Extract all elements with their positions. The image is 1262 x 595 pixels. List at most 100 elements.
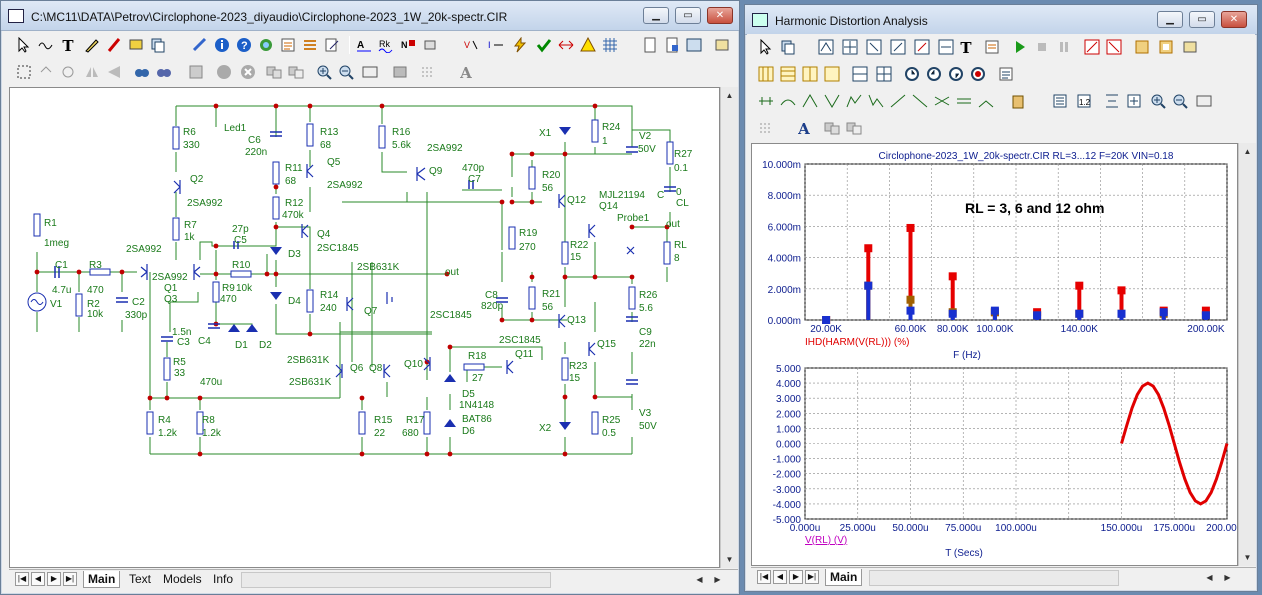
find-icon[interactable] <box>133 63 151 81</box>
clock2-icon[interactable] <box>925 65 943 83</box>
peak-icon[interactable] <box>801 92 819 110</box>
stop-icon[interactable] <box>1033 38 1051 56</box>
table-view2-icon[interactable] <box>779 65 797 83</box>
flip-icon[interactable] <box>105 63 123 81</box>
analysis-zoom-out-icon[interactable] <box>1171 92 1189 110</box>
clock-icon[interactable] <box>903 65 921 83</box>
pin-connect-icon[interactable] <box>421 36 439 54</box>
optimize-icon[interactable] <box>1105 38 1123 56</box>
globe-icon[interactable] <box>257 36 275 54</box>
schematic-horizontal-scrollbar[interactable] <box>241 572 551 588</box>
fit-scale-icon[interactable] <box>1125 92 1143 110</box>
stepping-icon[interactable] <box>1083 38 1101 56</box>
analysis-select-icon[interactable] <box>757 38 775 56</box>
analysis-minimize-button[interactable]: ▁ <box>1157 11 1183 28</box>
mirror-icon[interactable] <box>83 63 101 81</box>
scale-mode-icon[interactable] <box>817 38 835 56</box>
analysis-toolbar-settings-icon[interactable] <box>1181 38 1199 56</box>
current-probe-icon[interactable]: I <box>487 36 505 54</box>
analysis-next-page-icon[interactable]: ▶ <box>789 570 803 584</box>
analysis-vertical-scrollbar[interactable]: ▲ ▼ <box>1238 143 1256 566</box>
analysis-zoom-in-icon[interactable] <box>1149 92 1167 110</box>
analysis-scroll-down-arrow-icon[interactable]: ▼ <box>1243 553 1252 562</box>
clipboard-icon[interactable] <box>1009 92 1027 110</box>
wave-attr-icon[interactable]: Rk <box>377 36 395 54</box>
table-view-icon[interactable] <box>757 65 775 83</box>
text-tool-icon[interactable]: T <box>62 37 74 55</box>
tab-main[interactable]: Main <box>83 571 121 588</box>
analysis-grid-dots-icon[interactable] <box>757 119 775 137</box>
analysis-tab-main[interactable]: Main <box>825 569 863 586</box>
analysis-properties-icon[interactable] <box>983 38 1001 56</box>
split-grid-icon[interactable] <box>875 65 893 83</box>
toolbar-settings-icon[interactable] <box>713 36 731 54</box>
schematic-canvas[interactable]: R1 1meg C1 4.7u R3 470 R2 10k C2 330p V1… <box>9 87 720 568</box>
analysis-zoom-fit-icon[interactable] <box>1195 92 1213 110</box>
scroll-right-arrow-icon[interactable]: ▶ <box>714 575 721 584</box>
page-icon[interactable] <box>641 36 659 54</box>
wire-mode-icon[interactable] <box>37 36 55 54</box>
split-horizontal-icon[interactable] <box>851 65 869 83</box>
high-icon[interactable] <box>845 92 863 110</box>
close-button[interactable]: ✕ <box>707 7 733 24</box>
analysis-first-page-icon[interactable]: |◀ <box>757 570 771 584</box>
voltage-probe-icon[interactable]: V <box>463 36 481 54</box>
analysis-scroll-right-arrow-icon[interactable]: ▶ <box>1224 573 1231 582</box>
restore-button[interactable]: ▭ <box>675 7 701 24</box>
zoom-out-icon[interactable] <box>337 63 355 81</box>
arrows-icon[interactable] <box>557 36 575 54</box>
analysis-ungroup-icon[interactable] <box>845 119 863 137</box>
scroll-left-arrow-icon[interactable]: ◀ <box>696 575 703 584</box>
bottom-icon[interactable] <box>977 92 995 110</box>
analysis-page2-icon[interactable] <box>1157 38 1175 56</box>
record-icon[interactable] <box>969 65 987 83</box>
valley-icon[interactable] <box>823 92 841 110</box>
copy-icon[interactable] <box>149 36 167 54</box>
minimize-button[interactable]: ▁ <box>643 7 669 24</box>
grid-dots-icon[interactable] <box>419 63 437 81</box>
prev-page-icon[interactable]: ◀ <box>31 572 45 586</box>
text-attr-icon[interactable]: A <box>355 36 373 54</box>
last-page-icon[interactable]: ▶| <box>63 572 77 586</box>
font-icon[interactable]: A <box>460 64 472 82</box>
global-low-icon[interactable] <box>933 92 951 110</box>
zoom-fit-icon[interactable] <box>361 63 379 81</box>
lightning-icon[interactable] <box>511 36 529 54</box>
top-icon[interactable] <box>955 92 973 110</box>
inflection-icon[interactable] <box>889 92 907 110</box>
pan-icon[interactable] <box>889 38 907 56</box>
schematic-vertical-scrollbar[interactable]: ▲ ▼ <box>720 87 738 568</box>
pause-icon[interactable] <box>1055 38 1073 56</box>
clock3-icon[interactable] <box>947 65 965 83</box>
ungroup-icon[interactable] <box>287 63 305 81</box>
page-setup-icon[interactable] <box>663 36 681 54</box>
tokens-icon[interactable]: 1.2 <box>1075 92 1093 110</box>
link-icon[interactable] <box>191 36 209 54</box>
analysis-last-page-icon[interactable]: ▶| <box>805 570 819 584</box>
properties-icon[interactable] <box>279 36 297 54</box>
info-grey-icon[interactable] <box>215 63 233 81</box>
zoom-in-icon[interactable] <box>315 63 333 81</box>
axis-scale-icon[interactable] <box>1103 92 1121 110</box>
next-min-icon[interactable] <box>779 92 797 110</box>
cancel-grey-icon[interactable] <box>239 63 257 81</box>
scroll-down-arrow-icon[interactable]: ▼ <box>725 555 734 564</box>
check-icon[interactable] <box>535 36 553 54</box>
brush-icon[interactable] <box>105 36 123 54</box>
tab-models[interactable]: Models <box>163 572 202 586</box>
analysis-restore-button[interactable]: ▭ <box>1189 11 1215 28</box>
select-region-icon[interactable] <box>15 63 33 81</box>
table-view4-icon[interactable] <box>823 65 841 83</box>
analysis-scroll-left-arrow-icon[interactable]: ◀ <box>1206 573 1213 582</box>
schematic-titlebar[interactable]: C:\MC11\DATA\Petrov\Circlophone-2023_diy… <box>1 1 739 31</box>
scroll-up-arrow-icon[interactable]: ▲ <box>725 91 734 100</box>
analysis-text-icon[interactable]: T <box>960 39 972 57</box>
tab-text[interactable]: Text <box>129 572 152 586</box>
analysis-scroll-up-arrow-icon[interactable]: ▲ <box>1243 147 1252 156</box>
help-icon[interactable]: ? <box>235 36 253 54</box>
rotate-ccw-icon[interactable] <box>59 63 77 81</box>
stop-grey-icon[interactable] <box>187 63 205 81</box>
group-icon[interactable] <box>265 63 283 81</box>
analysis-copy-icon[interactable] <box>779 38 797 56</box>
tab-info[interactable]: Info <box>213 572 234 586</box>
